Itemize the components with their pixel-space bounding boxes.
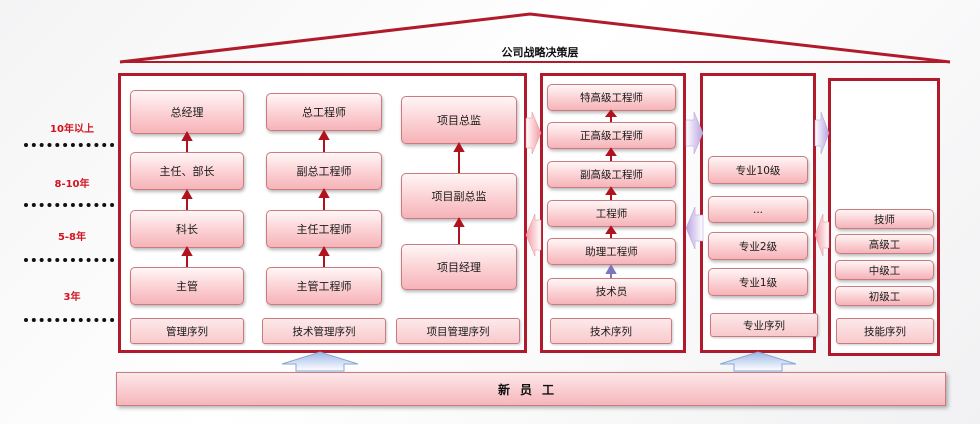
year-label-5-8: 5-8年 bbox=[57, 232, 87, 243]
position-technician: 技术员 bbox=[547, 278, 676, 305]
position-project-manager: 项目经理 bbox=[401, 244, 517, 290]
position-supervising-engineer: 主管工程师 bbox=[266, 267, 382, 305]
position-assistant-engineer: 助理工程师 bbox=[547, 238, 676, 265]
year-label-10-plus: 10年以上 bbox=[50, 124, 94, 135]
position-chief-engineer: 总工程师 bbox=[266, 93, 382, 131]
skills-sequence-label: 技能序列 bbox=[836, 318, 934, 344]
year-divider bbox=[24, 203, 122, 207]
position-engineer: 工程师 bbox=[547, 200, 676, 227]
position-professional-level-1: 专业1级 bbox=[708, 268, 808, 296]
new-staff-bar: 新员工 bbox=[116, 372, 946, 406]
year-divider bbox=[24, 258, 122, 262]
position-professional-level-2: 专业2级 bbox=[708, 232, 808, 260]
position-intermediate-worker: 中级工 bbox=[835, 260, 934, 280]
technical-sequence-label: 技术序列 bbox=[550, 318, 672, 344]
project-management-sequence-label: 项目管理序列 bbox=[396, 318, 520, 344]
management-sequence-label: 管理序列 bbox=[130, 318, 244, 344]
tech-management-sequence-label: 技术管理序列 bbox=[262, 318, 386, 344]
position-master-technician: 技师 bbox=[835, 209, 934, 229]
position-associate-senior-engineer: 副高级工程师 bbox=[547, 161, 676, 188]
position-deputy-project-director: 项目副总监 bbox=[401, 173, 517, 219]
year-divider bbox=[24, 318, 122, 322]
year-divider bbox=[24, 143, 122, 147]
position-junior-worker: 初级工 bbox=[835, 286, 934, 306]
position-senior-worker: 高级工 bbox=[835, 234, 934, 254]
position-section-chief: 科长 bbox=[130, 210, 244, 248]
year-label-8-10: 8-10年 bbox=[54, 179, 90, 190]
position-professional-level-10: 专业10级 bbox=[708, 156, 808, 184]
position-general-manager: 总经理 bbox=[130, 90, 244, 134]
position-principal-engineer: 主任工程师 bbox=[266, 210, 382, 248]
position-supervisor: 主管 bbox=[130, 267, 244, 305]
strategy-layer-title: 公司战略决策层 bbox=[501, 46, 579, 59]
position-professional-ellipsis: ... bbox=[708, 196, 808, 223]
professional-sequence-label: 专业序列 bbox=[710, 313, 818, 337]
position-director: 主任、部长 bbox=[130, 152, 244, 190]
year-label-3: 3年 bbox=[63, 292, 81, 303]
